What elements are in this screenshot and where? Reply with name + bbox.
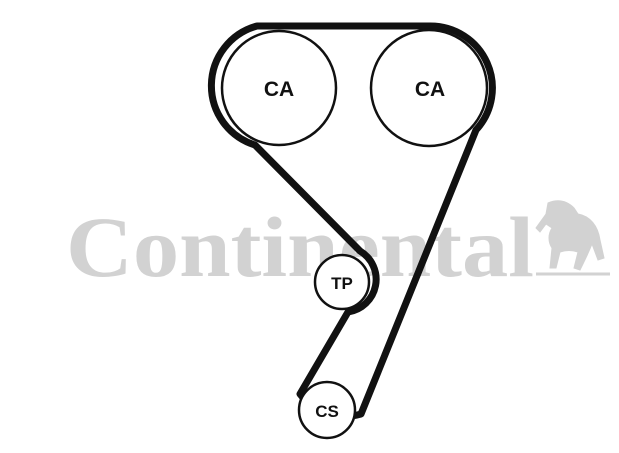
pulley-label-cam-left: CA bbox=[264, 78, 294, 101]
pulley-circle bbox=[297, 380, 357, 440]
timing-belt bbox=[207, 22, 496, 420]
camshaft-pulley-right: CA bbox=[369, 28, 489, 148]
tensioner-pulley: TP bbox=[313, 253, 371, 311]
pulley-circle bbox=[220, 29, 338, 147]
pulley-label-cam-right: CA bbox=[415, 78, 445, 101]
pulley-label-tensioner: TP bbox=[331, 274, 353, 293]
continental-watermark: Continental bbox=[66, 199, 610, 295]
camshaft-pulley-left: CA bbox=[220, 29, 338, 147]
horse-logo-icon bbox=[535, 200, 610, 276]
pulley-circle bbox=[313, 253, 371, 311]
watermark-brand-text: Continental bbox=[66, 199, 534, 295]
pulley-circle bbox=[369, 28, 489, 148]
pulley-label-crankshaft: CS bbox=[315, 402, 339, 421]
crankshaft-pulley: CS bbox=[297, 380, 357, 440]
